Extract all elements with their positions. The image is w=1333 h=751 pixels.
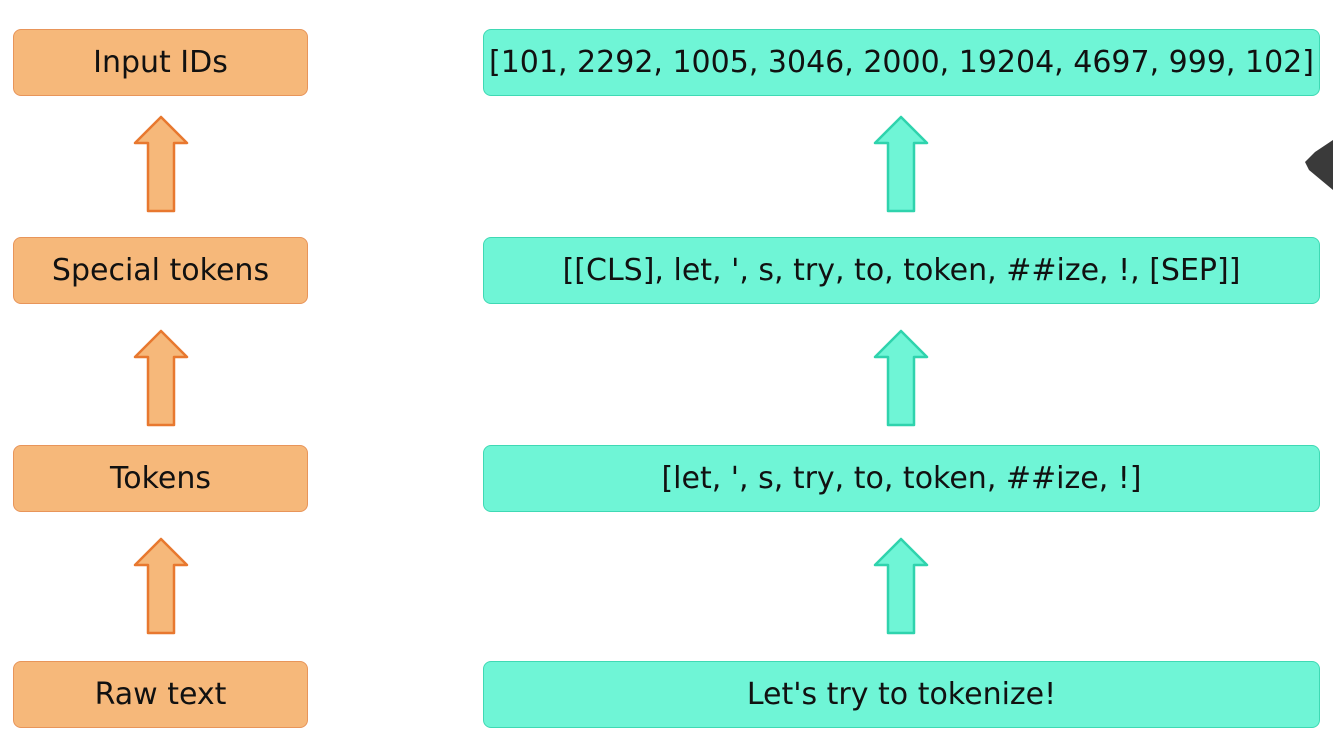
- stage-label-special-tokens: Special tokens: [13, 237, 308, 304]
- up-arrow-icon: [133, 115, 189, 213]
- stage-label-input-ids: Input IDs: [13, 29, 308, 96]
- stage-value-input-ids: [101, 2292, 1005, 3046, 2000, 19204, 469…: [483, 29, 1320, 96]
- up-arrow-icon: [873, 115, 929, 213]
- up-arrow-icon: [873, 537, 929, 635]
- stage-label-tokens: Tokens: [13, 445, 308, 512]
- partial-dark-shape: [1305, 140, 1333, 190]
- stage-value-tokens: [let, ', s, try, to, token, ##ize, !]: [483, 445, 1320, 512]
- stage-value-raw-text: Let's try to tokenize!: [483, 661, 1320, 728]
- up-arrow-icon: [133, 537, 189, 635]
- up-arrow-icon: [873, 329, 929, 427]
- stage-label-raw-text: Raw text: [13, 661, 308, 728]
- up-arrow-icon: [133, 329, 189, 427]
- stage-value-special-tokens: [[CLS], let, ', s, try, to, token, ##ize…: [483, 237, 1320, 304]
